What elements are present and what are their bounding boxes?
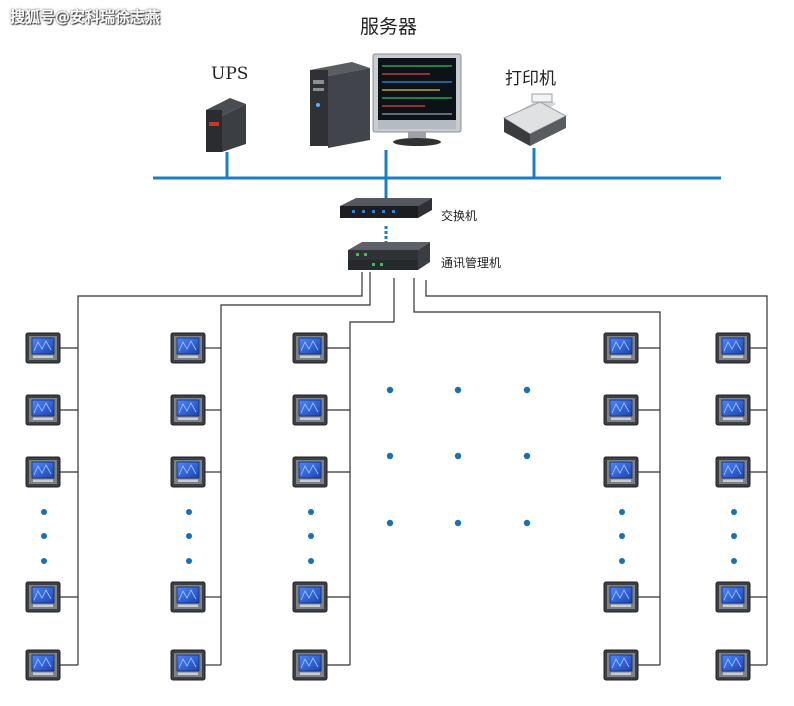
power-meter: [292, 394, 328, 426]
power-meter: [170, 394, 206, 426]
server-label: 服务器: [360, 16, 418, 38]
continuation-dot: [386, 452, 394, 460]
continuation-dot: [41, 509, 47, 515]
continuation-dot: [523, 386, 531, 394]
continuation-dot: [619, 533, 625, 539]
power-meter: [603, 456, 639, 488]
power-meter: [715, 581, 751, 613]
power-meter: [25, 649, 61, 681]
continuation-dot: [731, 558, 737, 564]
power-meter: [25, 581, 61, 613]
power-meter: [603, 649, 639, 681]
continuation-dot: [186, 509, 192, 515]
wire-col3: [349, 278, 395, 665]
switch-label: 交换机: [441, 209, 478, 223]
power-meter: [170, 332, 206, 364]
power-meter: [292, 456, 328, 488]
gateway-label: 通讯管理机: [441, 256, 502, 270]
server-monitor: [372, 53, 462, 146]
continuation-dot: [731, 509, 737, 515]
power-meter: [25, 394, 61, 426]
continuation-dot: [308, 533, 314, 539]
continuation-dot: [41, 533, 47, 539]
continuation-dot: [454, 452, 462, 460]
gateway-device: [348, 242, 430, 270]
continuation-dot: [523, 452, 531, 460]
power-meter: [715, 394, 751, 426]
watermark: 搜狐号@安科瑞徐志燕: [10, 8, 161, 26]
power-meter: [292, 332, 328, 364]
continuation-dot: [386, 386, 394, 394]
power-meter: [25, 332, 61, 364]
power-meter: [715, 332, 751, 364]
power-meter: [292, 649, 328, 681]
printer-label: 打印机: [505, 69, 556, 89]
wire-col1: [77, 272, 363, 665]
power-meter: [603, 394, 639, 426]
power-meter: [292, 581, 328, 613]
continuation-dot: [41, 558, 47, 564]
power-meter: [715, 649, 751, 681]
continuation-dot: [731, 533, 737, 539]
wire-col2: [220, 272, 371, 665]
continuation-dot: [308, 558, 314, 564]
wire-col5: [425, 280, 768, 665]
continuation-dot: [523, 519, 531, 527]
power-meter: [603, 581, 639, 613]
server-tower: [310, 62, 370, 148]
continuation-dot: [454, 386, 462, 394]
power-meter: [715, 456, 751, 488]
power-meter: [170, 456, 206, 488]
continuation-dot: [186, 533, 192, 539]
continuation-dot: [308, 509, 314, 515]
power-meter: [170, 581, 206, 613]
continuation-dot: [186, 558, 192, 564]
ups-device: [206, 98, 246, 152]
power-meter: [170, 649, 206, 681]
continuation-dot: [619, 558, 625, 564]
printer-device: [502, 93, 568, 146]
ups-label: UPS: [211, 64, 249, 84]
switch-device: [340, 198, 432, 218]
power-meter: [25, 456, 61, 488]
wire-col4: [413, 278, 661, 665]
power-meter: [603, 332, 639, 364]
continuation-dot: [454, 519, 462, 527]
continuation-dot: [619, 509, 625, 515]
continuation-dot: [386, 519, 394, 527]
